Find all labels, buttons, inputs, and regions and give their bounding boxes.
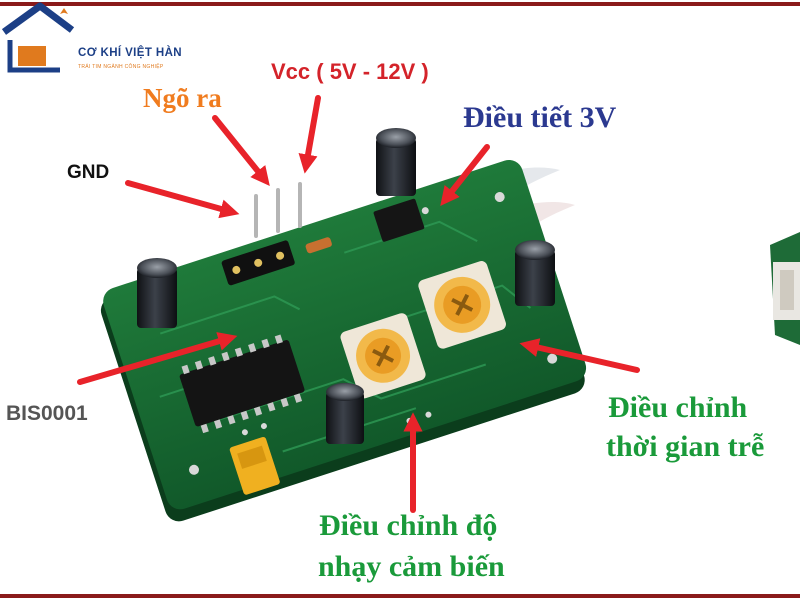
arrow-delay bbox=[519, 338, 640, 373]
delay-label-line1: Điều chỉnh bbox=[608, 391, 748, 424]
arrow-regulator bbox=[440, 144, 490, 207]
gnd-label: GND bbox=[67, 162, 110, 183]
arrow-output bbox=[212, 115, 270, 186]
output-label: Ngõ ra bbox=[143, 83, 222, 113]
bis0001-chip bbox=[179, 334, 305, 434]
sensitivity-pot bbox=[340, 313, 426, 399]
delay-pot bbox=[418, 261, 506, 349]
sensitivity-label-line2: nhạy cảm biến bbox=[318, 550, 505, 583]
capacitor-bottom bbox=[326, 383, 364, 444]
regulator-label: Điều tiết 3V bbox=[463, 101, 617, 134]
second-module-partial bbox=[770, 232, 800, 345]
arrow-vcc bbox=[298, 95, 321, 174]
pcb-board bbox=[100, 159, 587, 522]
capacitor-right bbox=[515, 240, 555, 306]
ic-label: BIS0001 bbox=[6, 402, 88, 425]
red-pointer-arrows bbox=[77, 95, 640, 513]
brand-name: CƠ KHÍ VIỆT HÀN bbox=[78, 47, 182, 59]
capacitor-left bbox=[137, 258, 177, 328]
brand-tagline: TRÁI TIM NGÀNH CÔNG NGHIỆP bbox=[78, 64, 164, 70]
yellow-jumper bbox=[229, 436, 280, 495]
vcc-label: Vcc ( 5V - 12V ) bbox=[271, 59, 429, 84]
regulator-chip bbox=[373, 198, 425, 242]
house-roof-logo-icon bbox=[1, 2, 75, 73]
arrow-ic bbox=[77, 332, 238, 385]
capacitor-top bbox=[376, 128, 416, 196]
sensitivity-label-line1: Điều chỉnh độ bbox=[319, 509, 498, 542]
pin-header bbox=[221, 240, 295, 286]
arrow-gnd bbox=[125, 180, 240, 219]
delay-label-line2: thời gian trễ bbox=[606, 430, 765, 463]
header-pins bbox=[254, 182, 302, 238]
brand-logo: CƠ KHÍ VIỆT HÀN TRÁI TIM NGÀNH CÔNG NGHI… bbox=[0, 0, 200, 80]
